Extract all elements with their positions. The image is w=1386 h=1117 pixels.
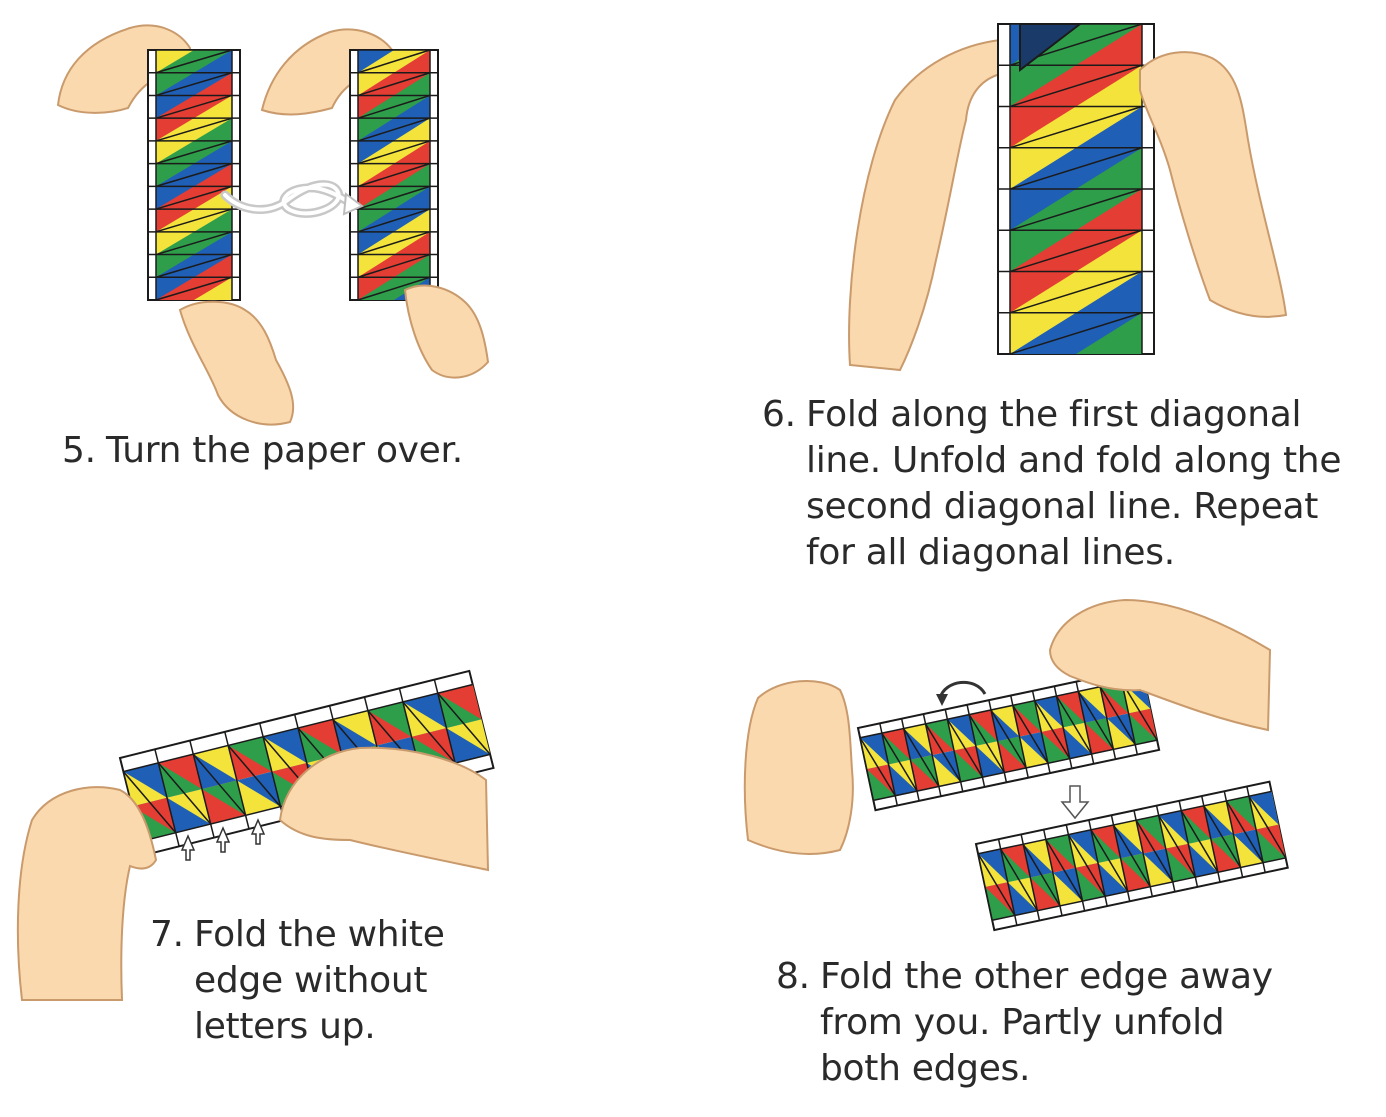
caption-line: line. Unfold and fold along the bbox=[806, 440, 1342, 481]
hand-bottom-left bbox=[178, 300, 295, 426]
step-number: 6. bbox=[762, 394, 796, 435]
step-number: 5. bbox=[62, 430, 96, 471]
left-strip bbox=[147, 49, 241, 301]
caption-line: second diagonal line. Repeat bbox=[806, 486, 1319, 527]
hand-top-left bbox=[56, 24, 192, 114]
right-strip bbox=[349, 49, 439, 301]
hand-left bbox=[848, 38, 1012, 372]
hand-left bbox=[16, 786, 158, 1001]
hand-bottom-right bbox=[403, 284, 490, 379]
lower-strip bbox=[974, 780, 1289, 932]
caption-line: both edges. bbox=[820, 1048, 1031, 1089]
hand-right bbox=[278, 746, 490, 872]
step-7-caption: 7.Fold the white edge without letters up… bbox=[150, 912, 445, 1050]
upper-strip bbox=[856, 666, 1161, 812]
step-5-panel: 5.Turn the paper over. bbox=[0, 0, 690, 560]
step-7-illustration bbox=[16, 669, 495, 1001]
step-8-panel: 8.Fold the other edge away from you. Par… bbox=[690, 590, 1386, 1117]
hand-right bbox=[1139, 51, 1288, 318]
step-number: 7. bbox=[150, 914, 184, 955]
step-5-illustration bbox=[56, 24, 490, 426]
vertical-strip bbox=[997, 23, 1155, 355]
fold-up-arrow-icons bbox=[180, 818, 266, 861]
caption-line: Turn the paper over. bbox=[106, 430, 463, 471]
step-5-caption: 5.Turn the paper over. bbox=[62, 428, 463, 474]
step-8-illustration bbox=[743, 598, 1289, 932]
caption-line: for all diagonal lines. bbox=[806, 532, 1175, 573]
hand-right bbox=[1048, 598, 1272, 732]
caption-line: Fold the white bbox=[194, 914, 445, 955]
step-6-illustration bbox=[848, 23, 1288, 372]
fold-away-arrow-icon bbox=[938, 680, 987, 699]
caption-line: Fold along the first diagonal bbox=[806, 394, 1302, 435]
hand-left bbox=[743, 680, 854, 856]
caption-line: from you. Partly unfold bbox=[820, 1002, 1225, 1043]
step-7-panel: 7.Fold the white edge without letters up… bbox=[0, 590, 690, 1117]
down-arrow-icon bbox=[1060, 785, 1090, 820]
step-number: 8. bbox=[776, 956, 810, 997]
caption-line: edge without bbox=[194, 960, 428, 1001]
caption-line: letters up. bbox=[194, 1006, 376, 1047]
step-6-panel: 6.Fold along the first diagonal line. Un… bbox=[690, 0, 1386, 590]
folded-corner bbox=[1019, 23, 1083, 73]
caption-line: Fold the other edge away bbox=[820, 956, 1273, 997]
step-8-caption: 8.Fold the other edge away from you. Par… bbox=[776, 954, 1273, 1092]
step-6-caption: 6.Fold along the first diagonal line. Un… bbox=[762, 392, 1341, 576]
turn-over-arrow-icon bbox=[220, 180, 364, 218]
